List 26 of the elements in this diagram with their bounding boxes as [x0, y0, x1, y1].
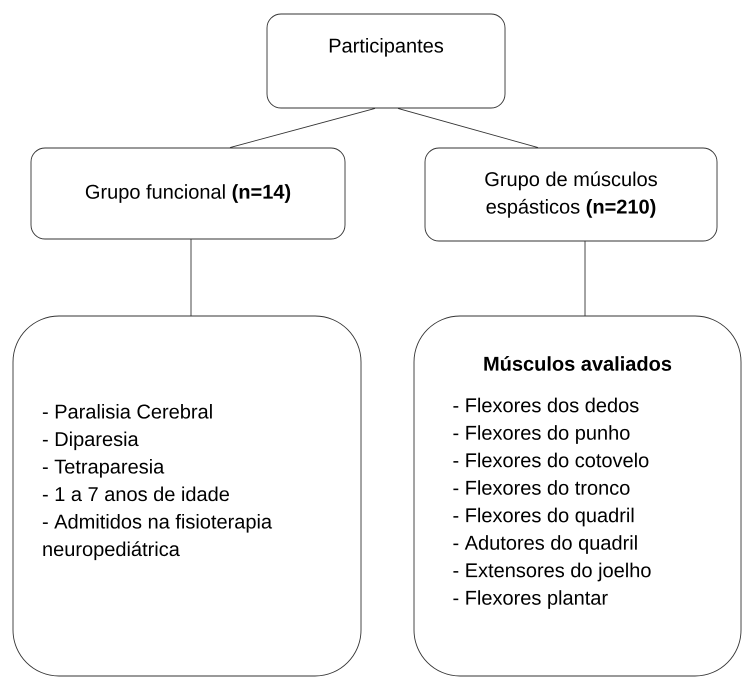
list-item: - Flexores plantar — [453, 590, 608, 609]
list-item: - Admitidos na fisioterapia neuropediátrica — [42, 514, 272, 560]
rounded-box — [266, 14, 506, 108]
connector-line — [584, 241, 586, 316]
list-item: - Flexores do quadril — [453, 508, 634, 526]
list-item: - Adutores do quadril — [453, 535, 637, 554]
list-item: - Flexores do punho — [453, 425, 630, 444]
rounded-box — [12, 316, 362, 676]
connector-line — [230, 108, 376, 148]
list-heading: Músculos avaliados — [484, 356, 672, 371]
list-item: - Paralisia Cerebral — [42, 404, 212, 419]
list-item: - Flexores do tronco — [453, 480, 630, 495]
rounded-box — [30, 148, 346, 240]
connector-line — [190, 239, 192, 316]
rounded-box — [414, 316, 742, 676]
list-item: - Diparesia — [42, 432, 139, 450]
connector-line — [398, 108, 538, 148]
list-item: - Tetraparesia — [42, 459, 164, 478]
box-text: Grupo funcional (n=14) — [86, 184, 290, 203]
box-text: Grupo de músculos espásticos (n=210) — [485, 171, 657, 218]
rounded-box — [424, 148, 718, 242]
list-item: - Extensores do joelho — [453, 562, 651, 582]
list-item: - Flexores do cotovelo — [453, 452, 648, 468]
list-item: - 1 a 7 anos de idade — [42, 486, 229, 502]
box-text: Participantes — [330, 38, 444, 57]
list-item: - Flexores dos dedos — [453, 398, 638, 412]
